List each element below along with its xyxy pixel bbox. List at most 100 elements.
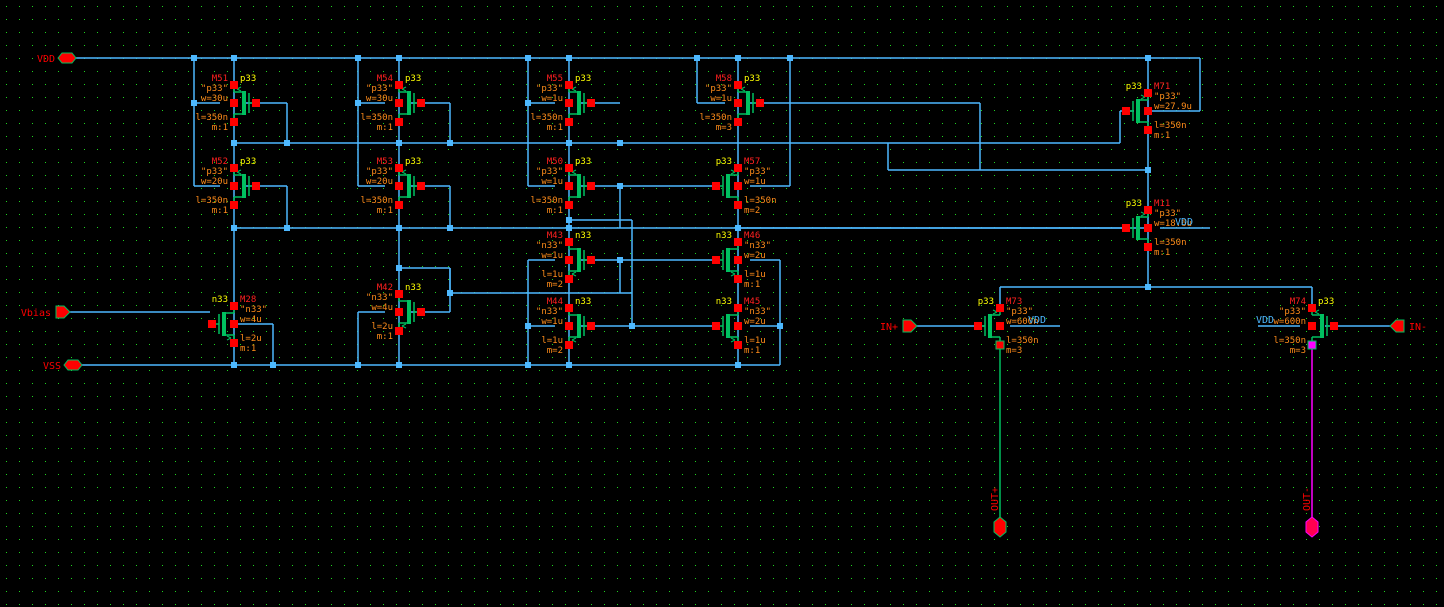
- width-param: w=1u: [744, 177, 766, 187]
- length-param: l=350n: [1273, 336, 1306, 346]
- pin-vdd[interactable]: VDD: [37, 52, 77, 65]
- model-label: n33: [575, 231, 591, 241]
- net-label-m74-vdd: VDD: [1256, 315, 1274, 326]
- terminal-bulk: [1144, 224, 1152, 232]
- model-label: p33: [575, 74, 591, 84]
- multiplier-param: m:1: [547, 206, 563, 216]
- model-label: n33: [716, 231, 732, 241]
- junction-dot: [355, 100, 361, 106]
- width-param: w=600n: [1273, 317, 1306, 327]
- junction-dot: [629, 323, 635, 329]
- model-label: n33: [405, 283, 421, 293]
- channel-body: [746, 91, 750, 115]
- junction-dot: [525, 100, 531, 106]
- width-param: w=1u: [541, 177, 563, 187]
- junction-dot: [231, 362, 237, 368]
- junction-dot: [525, 362, 531, 368]
- terminal-gate: [756, 99, 764, 107]
- junction-dot: [191, 55, 197, 61]
- instance-name: M71: [1154, 82, 1170, 92]
- channel-body: [726, 248, 730, 272]
- channel-body: [1320, 314, 1324, 338]
- junction-dot: [284, 140, 290, 146]
- terminal-bottom: [565, 275, 573, 283]
- channel-body: [242, 91, 246, 115]
- instance-name: M51: [212, 74, 228, 84]
- model-label: p33: [1126, 82, 1142, 92]
- junction-dot: [735, 55, 741, 61]
- pin-inm[interactable]: IN-: [1389, 319, 1427, 333]
- junction-dot: [617, 257, 623, 263]
- terminal-gate: [712, 256, 720, 264]
- pin-inp[interactable]: IN+: [880, 319, 918, 333]
- terminal-bottom: [1144, 126, 1152, 134]
- model-label: p33: [405, 74, 421, 84]
- terminal-bulk: [565, 256, 573, 264]
- width-param: w=1u: [541, 94, 563, 104]
- junction-dot: [355, 362, 361, 368]
- pin-vbias[interactable]: Vbias: [21, 305, 71, 319]
- terminal-bottom: [1307, 340, 1317, 350]
- channel-body: [577, 174, 581, 198]
- pin-outm[interactable]: OUT-: [1302, 487, 1319, 538]
- junction-dot: [1145, 55, 1151, 61]
- cell-name: "n33": [744, 307, 771, 317]
- instance-name: M55: [547, 74, 563, 84]
- length-param: l=350n: [1006, 336, 1039, 346]
- width-param: w=2u: [744, 317, 766, 327]
- pin-shape: [902, 319, 918, 333]
- terminal-gate: [587, 256, 595, 264]
- model-label: p33: [744, 74, 760, 84]
- type-arrow-icon: [571, 337, 577, 343]
- pin-shape: [63, 359, 83, 371]
- multiplier-param: m=2: [744, 206, 760, 216]
- channel-body: [407, 174, 411, 198]
- junction-dot: [396, 55, 402, 61]
- pin-outp[interactable]: OUT+: [990, 487, 1007, 538]
- junction-dot: [735, 225, 741, 231]
- multiplier-param: m=3: [1290, 346, 1306, 356]
- junction-dot: [735, 362, 741, 368]
- junction-dot: [447, 225, 453, 231]
- cell-name: "p33": [1006, 307, 1033, 317]
- instance-name: M57: [744, 157, 760, 167]
- cell-name: "n33": [744, 241, 771, 251]
- terminal-bulk: [230, 99, 238, 107]
- terminal-top: [734, 304, 742, 312]
- terminal-bulk: [996, 322, 1004, 330]
- multiplier-param: m:1: [377, 206, 393, 216]
- junction-dot: [396, 265, 402, 271]
- terminal-gate: [587, 322, 595, 330]
- length-param: l=350n: [530, 113, 563, 123]
- junction-dot: [396, 225, 402, 231]
- pin-vss[interactable]: VSS: [43, 359, 83, 372]
- pin-label: OUT-: [1302, 487, 1313, 511]
- cell-name: "n33": [366, 293, 393, 303]
- channel-body: [726, 174, 730, 198]
- terminal-bottom: [230, 201, 238, 209]
- channel-body: [577, 91, 581, 115]
- length-param: l=1u: [541, 270, 563, 280]
- type-arrow-icon: [226, 335, 232, 341]
- terminal-gate: [587, 182, 595, 190]
